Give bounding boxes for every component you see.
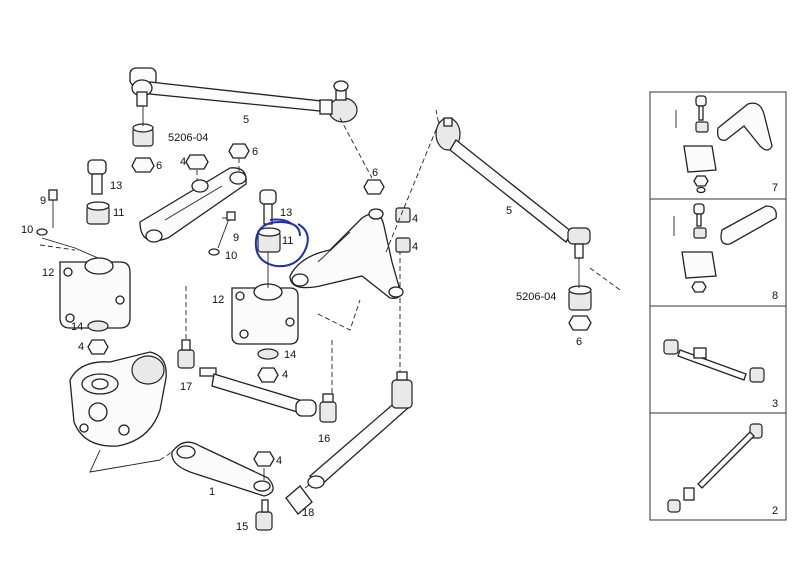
- label-15: 15: [236, 521, 248, 533]
- highlight-circle: [254, 218, 309, 268]
- label-5-right: 5: [506, 205, 512, 217]
- panel-label-7: 7: [772, 182, 778, 194]
- bushing-and-nut-left: [131, 106, 155, 173]
- label-14-left: 14: [71, 321, 83, 333]
- label-17: 17: [180, 381, 192, 393]
- label-12-left: 12: [42, 267, 54, 279]
- panel-3: [649, 305, 787, 414]
- label-11-center: 11: [282, 235, 293, 247]
- label-14-center: 14: [284, 349, 296, 361]
- tie-rod-right: [435, 117, 592, 331]
- label-6-a: 6: [156, 160, 162, 172]
- label-10-left: 10: [21, 224, 33, 236]
- drag-link-middle: [177, 286, 337, 423]
- label-1: 1: [209, 486, 215, 498]
- label-6-right: 6: [576, 336, 582, 348]
- panel-label-2: 2: [772, 505, 778, 517]
- label-4-b: 4: [412, 213, 418, 225]
- kit-code-left: 5206-04: [168, 132, 208, 144]
- tie-rod-lower: [307, 250, 413, 489]
- label-9-center: 9: [233, 232, 239, 244]
- label-6-c: 6: [372, 167, 378, 179]
- label-4-c: 4: [412, 241, 418, 253]
- steering-gearbox: [69, 351, 167, 473]
- label-11-left: 11: [113, 207, 124, 219]
- label-4-left: 4: [78, 341, 84, 353]
- idler-bracket-upper: [139, 143, 250, 243]
- label-4-center: 4: [282, 369, 288, 381]
- label-4-a: 4: [180, 156, 186, 168]
- thumbnail-panels: [649, 91, 787, 521]
- label-6-b: 6: [252, 146, 258, 158]
- bracket-plate-left: [36, 159, 131, 355]
- label-9-left: 9: [40, 195, 46, 207]
- label-13-left: 13: [110, 180, 122, 192]
- tie-rod-upper-left: [129, 67, 358, 123]
- label-12-center: 12: [212, 294, 224, 306]
- dashed-reference-lines: [39, 109, 621, 461]
- panel-label-3: 3: [772, 398, 778, 410]
- kit-code-right: 5206-04: [516, 291, 556, 303]
- part-labels: 5 5206-04 6 4 6 13 9 11 10 12 14 4 13 11…: [21, 114, 778, 533]
- pitman-arm: [171, 441, 319, 531]
- label-13-center: 13: [280, 207, 292, 219]
- label-5-upper: 5: [243, 114, 249, 126]
- label-4-d: 4: [276, 455, 282, 467]
- label-16: 16: [318, 433, 330, 445]
- label-18: 18: [302, 507, 314, 519]
- label-10-center: 10: [225, 250, 237, 262]
- idler-bracket-main: [289, 179, 411, 299]
- panel-label-8: 8: [772, 290, 778, 302]
